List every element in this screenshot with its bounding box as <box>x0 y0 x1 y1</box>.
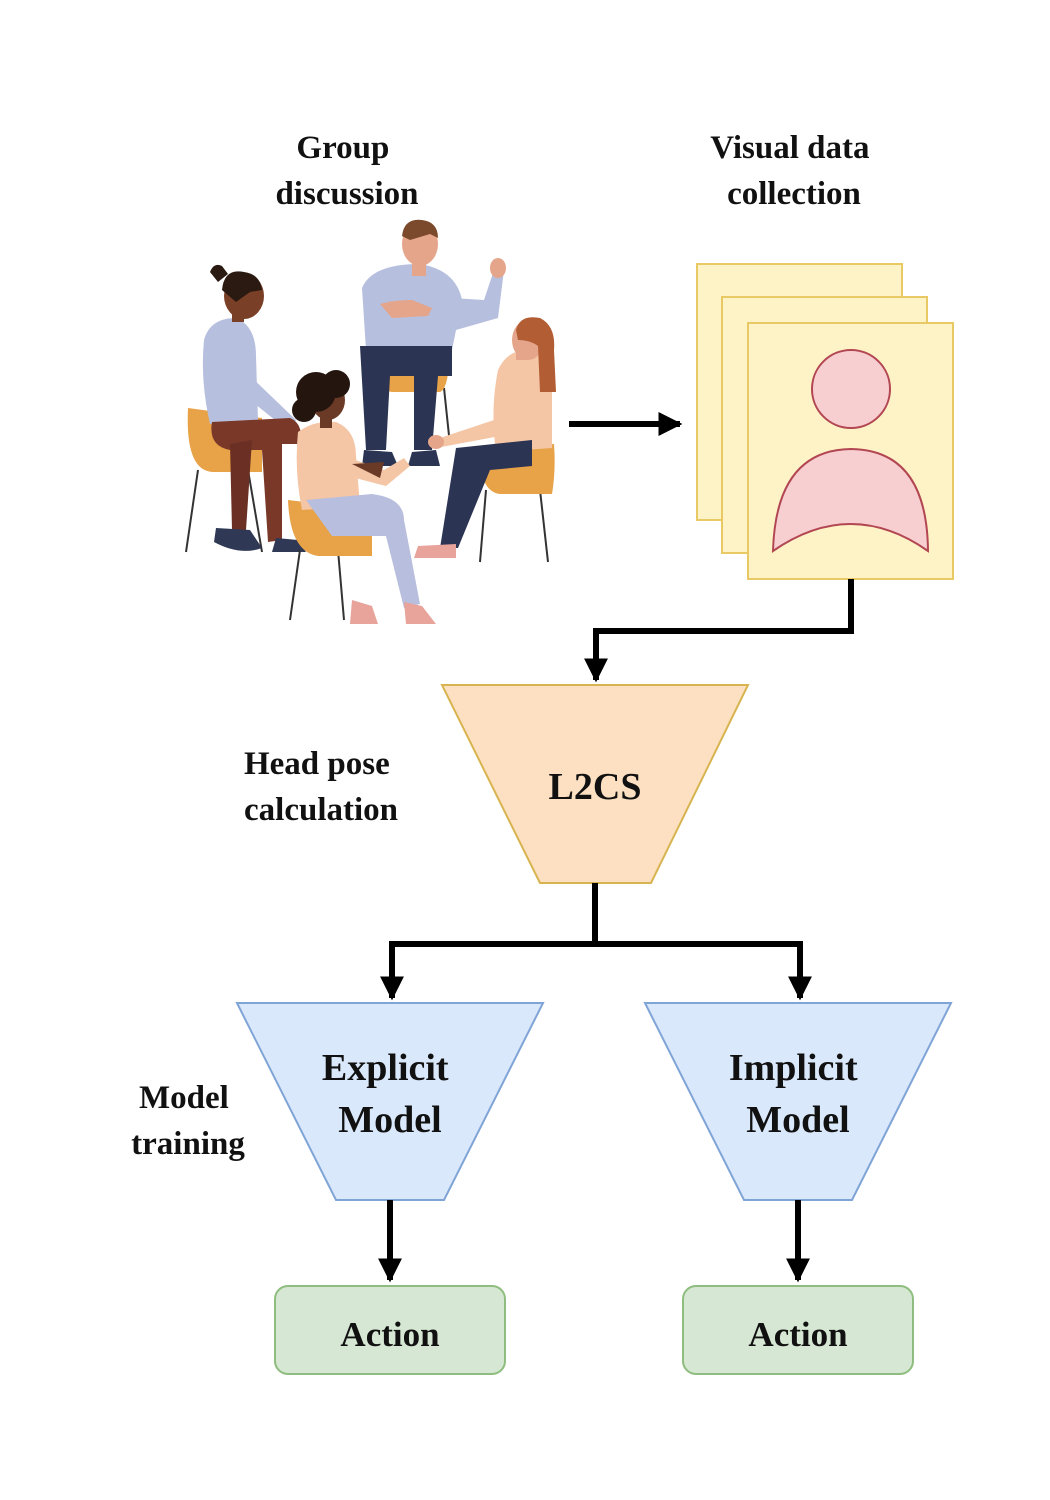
group-discussion-label: Group discussion <box>275 130 418 212</box>
action-right-node <box>682 1285 914 1375</box>
implicit-model-line-2: Model <box>746 1099 849 1141</box>
explicit-model-node <box>235 1002 545 1201</box>
head-pose-calculation-label: Head pose calculation <box>244 746 398 828</box>
person-head-icon <box>811 349 891 429</box>
head-pose-line-2: calculation <box>244 792 398 828</box>
stacked-image-frames-icon <box>696 263 954 580</box>
explicit-model-label: Explicit Model <box>322 1047 458 1141</box>
explicit-model-line-2: Model <box>338 1099 441 1141</box>
action-left-node <box>274 1285 506 1375</box>
person-body-icon <box>771 447 930 553</box>
implicit-model-node <box>643 1002 953 1201</box>
visual-data-collection-label: Visual data collection <box>710 130 877 212</box>
model-training-line-2: training <box>131 1126 245 1162</box>
person-center <box>360 219 506 466</box>
l2cs-label: L2CS <box>549 766 642 808</box>
person-left <box>185 264 306 553</box>
group-discussion-line-1: Group <box>296 130 389 166</box>
model-training-label: Model training <box>131 1080 245 1162</box>
visual-data-line-2: collection <box>727 176 861 212</box>
model-training-line-1: Model <box>139 1080 229 1116</box>
l2cs-node <box>440 684 750 884</box>
arrow-l2cs-to-models <box>380 883 812 1001</box>
arrow-frames-to-l2cs <box>584 579 854 683</box>
group-discussion-illustration <box>185 219 556 624</box>
implicit-model-label: Implicit Model <box>729 1047 867 1141</box>
person-front <box>288 370 436 624</box>
explicit-model-line-1: Explicit <box>322 1047 449 1089</box>
visual-data-line-1: Visual data <box>710 130 869 166</box>
group-discussion-line-2: discussion <box>275 176 418 212</box>
action-left-label: Action <box>340 1315 439 1354</box>
action-right-label: Action <box>748 1315 847 1354</box>
implicit-model-line-1: Implicit <box>729 1047 858 1089</box>
head-pose-line-1: Head pose <box>244 746 390 782</box>
person-right <box>414 317 556 563</box>
